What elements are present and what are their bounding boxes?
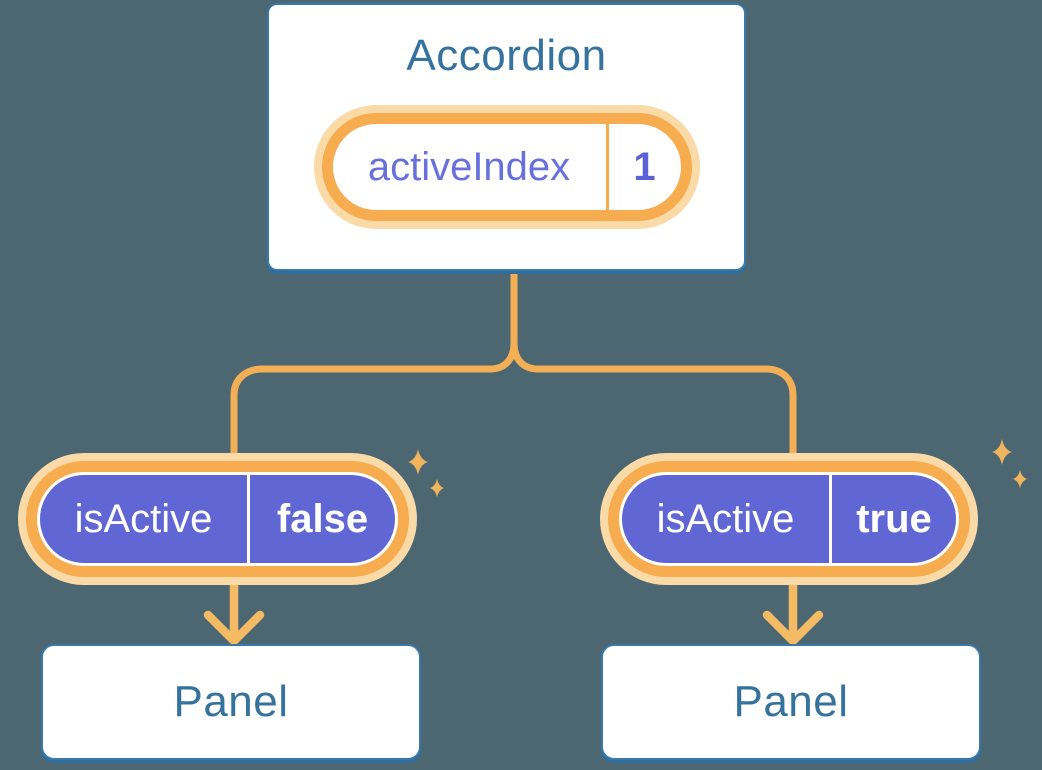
panel-card-left: Panel: [41, 644, 421, 760]
state-pill-divider: [605, 124, 609, 210]
accordion-card: Accordion activeIndex 1: [267, 3, 746, 271]
prop-pill-ring: isActive true: [608, 461, 970, 577]
prop-pill-value: true: [856, 496, 932, 541]
prop-pill-right: isActive true: [600, 453, 978, 585]
sparkle-icon: [430, 479, 444, 497]
prop-pill-core: isActive true: [622, 475, 956, 563]
accordion-title: Accordion: [406, 31, 607, 80]
prop-pill-value: false: [276, 496, 369, 541]
prop-pill-ring: isActive false: [26, 461, 409, 577]
sparkle-icon: [1013, 470, 1027, 488]
panel-card-right: Panel: [601, 644, 981, 760]
prop-pill-core: isActive false: [40, 475, 395, 563]
state-pill-value: 1: [633, 144, 656, 189]
prop-pill-divider: [247, 475, 250, 563]
prop-pill-label: isActive: [656, 496, 795, 541]
connector-root-to-left-pill: [230, 270, 518, 460]
prop-pill-inner-ring: isActive true: [619, 472, 959, 566]
sparkle-icon: [992, 439, 1012, 465]
panel-title: Panel: [173, 677, 289, 726]
panel-title: Panel: [733, 677, 849, 726]
prop-pill-divider: [829, 475, 832, 563]
state-pill-ring: activeIndex 1: [321, 113, 692, 221]
state-pill-label: activeIndex: [367, 144, 571, 189]
prop-pill-label: isActive: [74, 496, 213, 541]
arrow-right-head: [762, 610, 824, 646]
state-pill: activeIndex 1: [313, 105, 700, 229]
sparkle-icon: [408, 449, 428, 475]
state-pill-core: activeIndex 1: [332, 124, 681, 210]
connector-root-to-right-pill: [510, 339, 797, 460]
arrow-left-head: [203, 610, 265, 646]
prop-pill-inner-ring: isActive false: [37, 472, 398, 566]
prop-pill-left: isActive false: [18, 453, 417, 585]
